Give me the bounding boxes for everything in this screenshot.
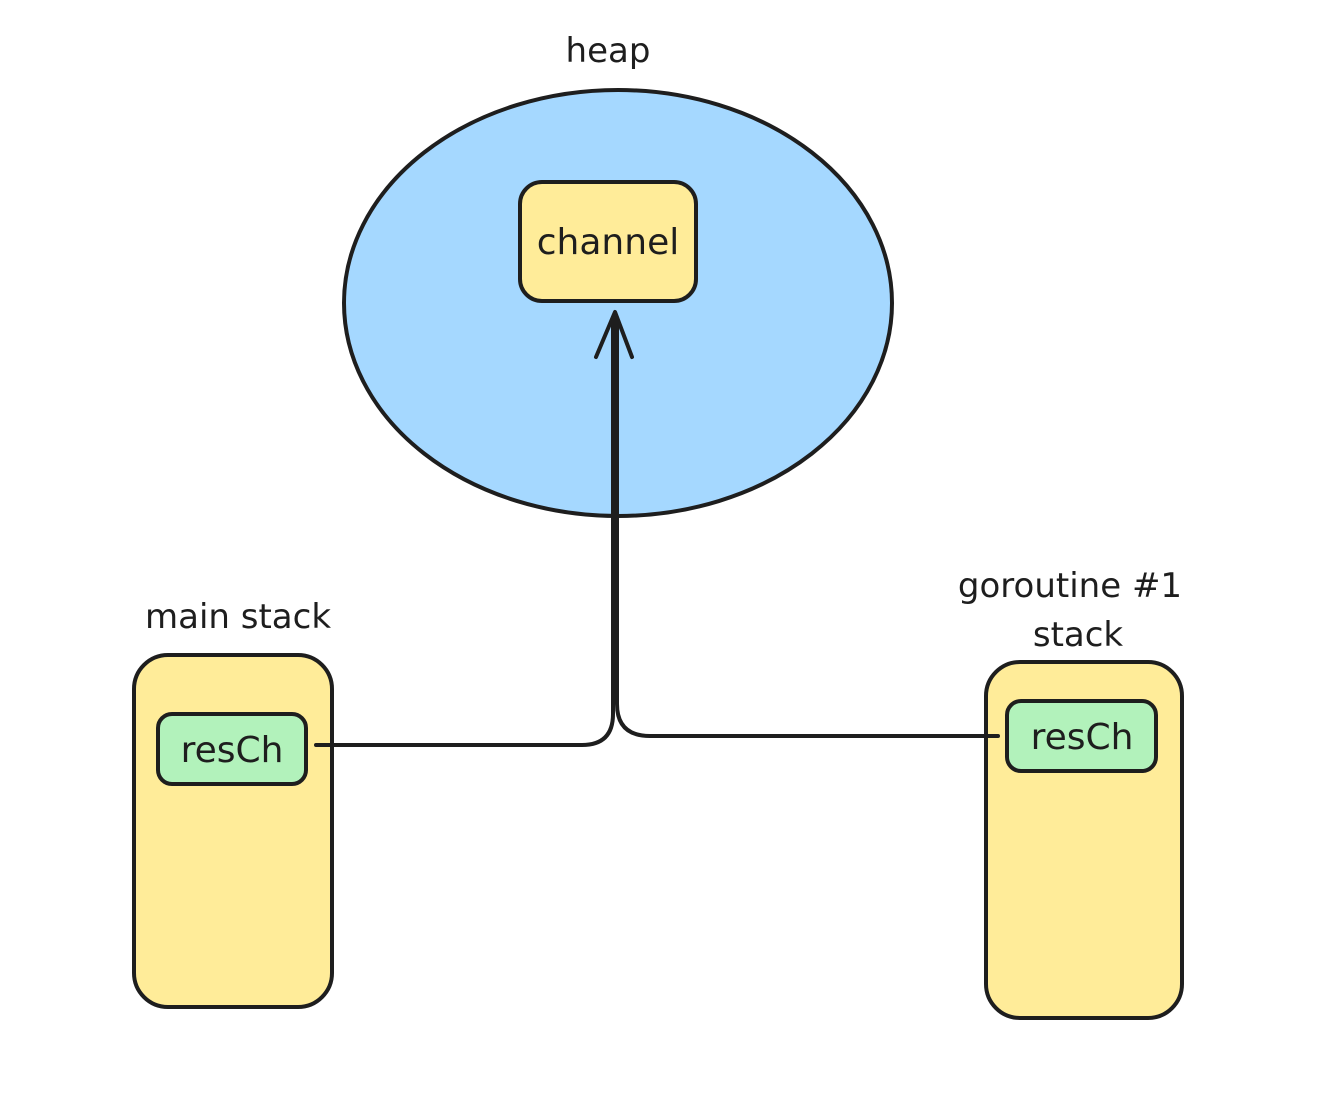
goroutine-stack-label-line2: stack [1033,615,1124,655]
goroutine-resch-rect [1005,699,1158,773]
goroutine-resch-label: resCh [1031,717,1134,758]
main-stack-rect [132,653,334,1009]
channel-rect [518,180,698,303]
main-resch-box: resCh [156,712,308,786]
goroutine-stack: goroutine #1 stack resCh [958,566,1184,1020]
goroutine-stack-label-line1: goroutine #1 [958,566,1182,606]
goroutine-resch-box: resCh [1005,699,1158,773]
main-stack: main stack resCh [132,597,334,1009]
heap-region: heap channel [342,31,894,518]
goroutine-resch-to-channel-arrow [615,316,1000,738]
channel-label: channel [537,222,679,263]
main-resch-label: resCh [181,730,284,771]
channel-box: channel [518,180,698,303]
main-resch-rect [156,712,308,786]
main-stack-label: main stack [145,597,331,637]
heap-label: heap [566,31,651,71]
channel-arrowhead [594,310,634,359]
main-resch-to-channel-arrow [314,316,615,747]
